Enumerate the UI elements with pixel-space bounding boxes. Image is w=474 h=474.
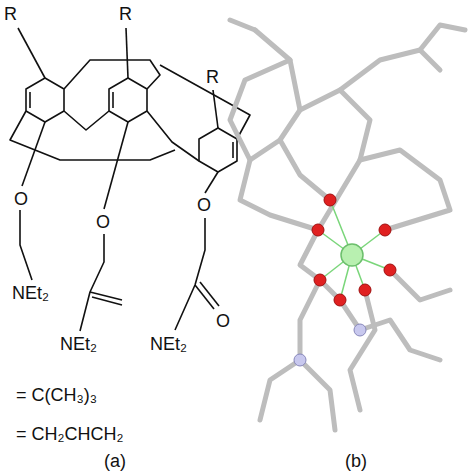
- atom-label: O: [96, 213, 110, 231]
- atom-label: O: [14, 190, 28, 208]
- substituent-label: R: [206, 68, 219, 86]
- substituent-label: R: [4, 5, 17, 23]
- calixarene-skeleton: [10, 28, 250, 331]
- group-label: NEt₂: [60, 335, 97, 353]
- group-label: NEt₂: [12, 284, 49, 302]
- atom-label: O: [197, 196, 211, 214]
- substituent-label: R: [119, 5, 132, 23]
- panel-label: (a): [104, 452, 126, 470]
- substituent-definition: = CH₂CHCH₂: [16, 425, 123, 443]
- substituent-definition: = C(CH₃)₃: [16, 386, 97, 404]
- crystal-structure: [230, 20, 465, 430]
- group-label: NEt₂: [150, 335, 187, 353]
- panel-label: (b): [345, 452, 367, 470]
- atom-label: O: [216, 312, 230, 330]
